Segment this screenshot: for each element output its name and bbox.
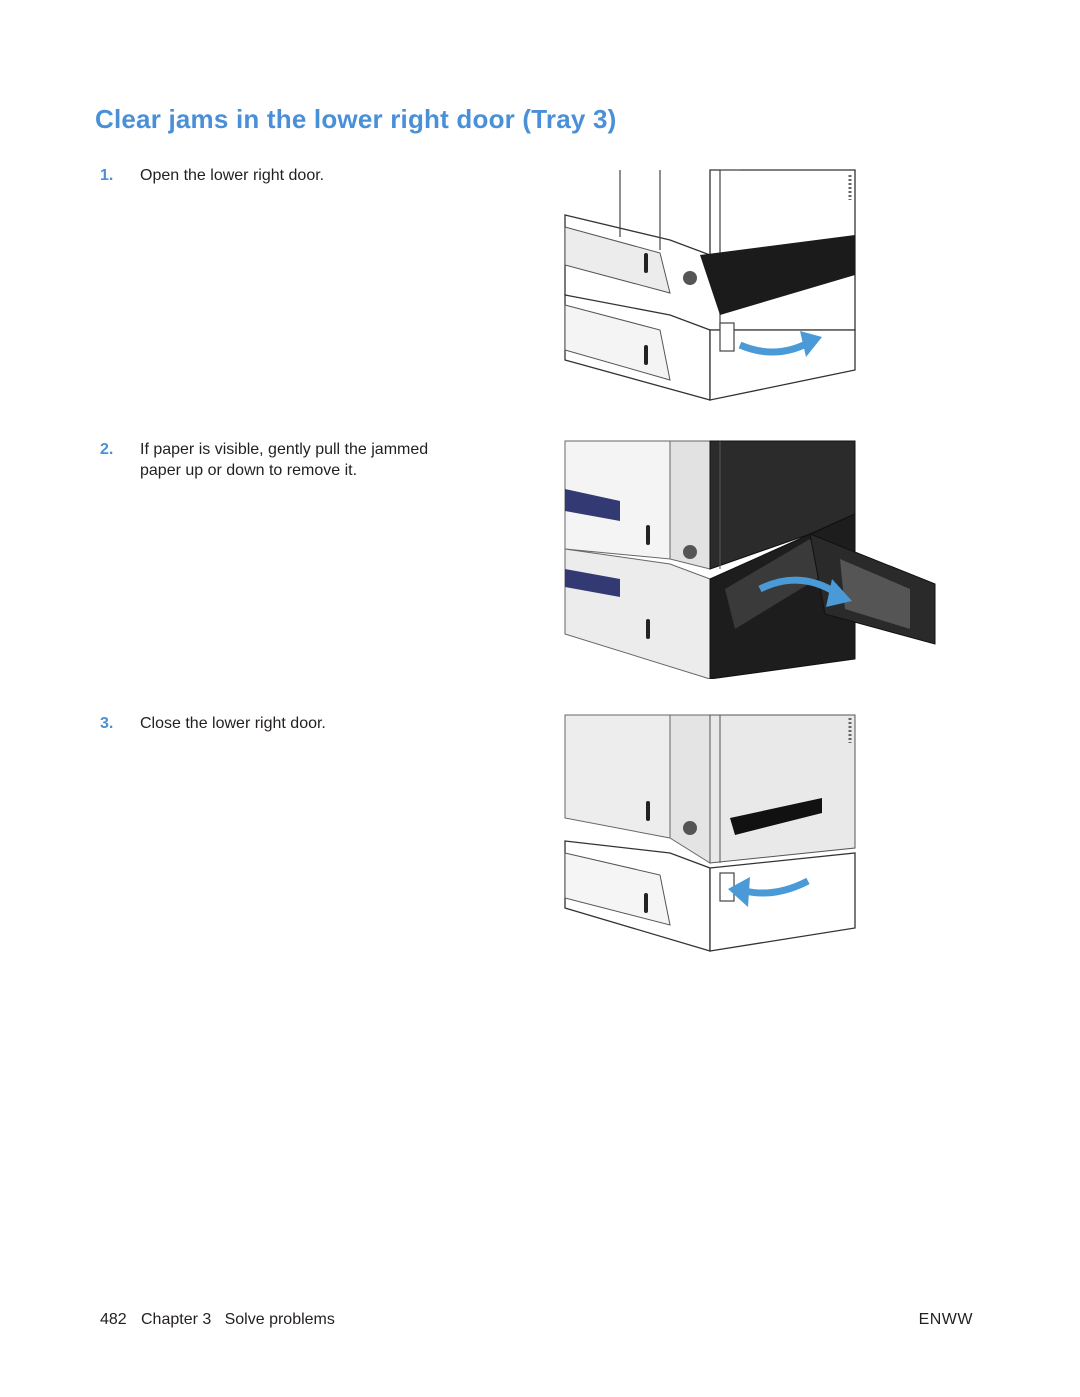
step-text: Open the lower right door. (140, 167, 325, 184)
chapter-title: Chapter 3 Solve problems (141, 1311, 335, 1328)
page-title: Clear jams in the lower right door (Tray… (95, 104, 617, 134)
step-number: 1. (100, 167, 114, 184)
step-text: Close the lower right door. (140, 715, 326, 732)
step-text: If paper is visible, gently pull the jam… (140, 441, 429, 479)
printer-jam-removal-illustration (560, 439, 936, 679)
page-number: 482 (100, 1311, 127, 1328)
printer-door-open-illustration (560, 165, 860, 405)
step-number: 2. (100, 441, 114, 458)
step-number: 3. (100, 715, 114, 732)
printer-door-close-illustration (560, 713, 860, 953)
document-code: ENWW (918, 1311, 973, 1328)
